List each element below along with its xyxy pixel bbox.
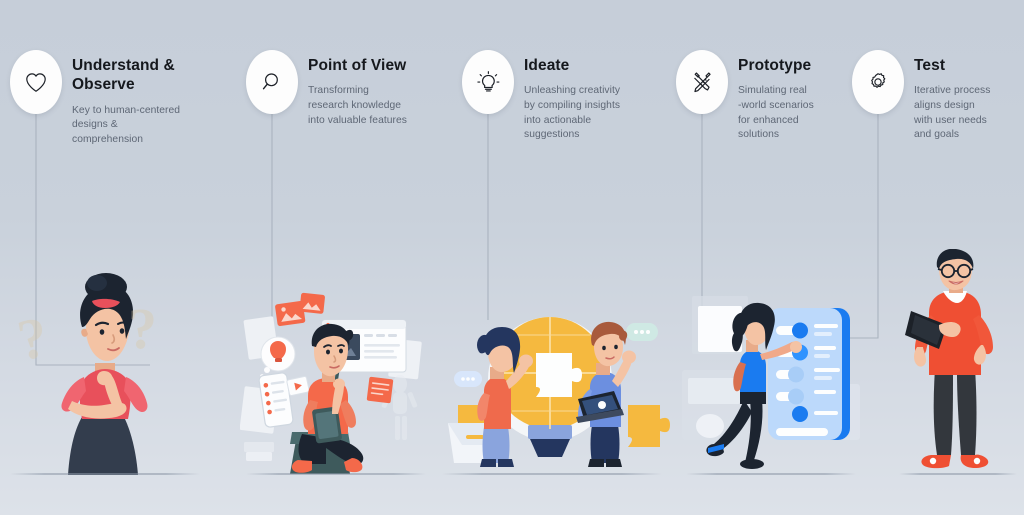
- step-text-5: Test Iterative process aligns design wit…: [914, 56, 1024, 143]
- step-title-4: Prototype: [738, 57, 812, 74]
- question-mark-2: ?: [128, 296, 157, 361]
- connector-line-3: [487, 105, 489, 320]
- step-icon-bubble-3[interactable]: [462, 50, 514, 114]
- step-title-3: Ideate: [524, 57, 570, 74]
- step-icon-bubble-1[interactable]: [10, 50, 62, 114]
- step-description-3: Unleashing creativity by compiling insig…: [524, 85, 621, 141]
- illustration-seated-man: [239, 292, 430, 477]
- step-title-2: Point of View: [308, 57, 407, 74]
- step-description-2: Transforming research knowledge into val…: [308, 85, 407, 126]
- gear-icon: [871, 73, 886, 88]
- step-text-4: Prototype Simulating real -world scenari…: [738, 56, 898, 143]
- step-icon-bubble-5[interactable]: [852, 50, 904, 114]
- woman-figure: [477, 327, 533, 467]
- ground-shadow-5: [899, 473, 1017, 475]
- magnifier-icon: [262, 73, 278, 90]
- lightbulb-icon: [476, 70, 499, 92]
- step-description-1: Key to human-centered designs & comprehe…: [72, 104, 181, 145]
- illustration-mobile-prototype: [682, 292, 862, 477]
- ground-shadow-2: [246, 473, 426, 475]
- connector-line-5: [840, 105, 879, 339]
- step-icon-bubble-4[interactable]: [676, 50, 728, 114]
- connector-line-2: [271, 105, 273, 350]
- man-tablet-figure: [905, 248, 993, 469]
- mobile-prototype-figure: [682, 296, 860, 469]
- pencil-ruler-icon: [693, 71, 711, 92]
- step-title-5: Test: [914, 57, 946, 74]
- illustration-thinking-woman: ? ?: [0, 267, 210, 477]
- step-text-3: Ideate Unleashing creativity by compilin…: [524, 56, 684, 143]
- woman-prototype-figure: [706, 302, 802, 469]
- ground-shadow-4: [686, 473, 856, 475]
- heart-icon: [26, 73, 46, 92]
- ground-shadow-3: [442, 473, 662, 475]
- step-text-1: Understand & Observe Key to human-center…: [72, 56, 232, 148]
- step-description-4: Simulating real -world scenarios for enh…: [738, 85, 814, 141]
- step-title-1: Understand & Observe: [72, 57, 175, 94]
- step-description-5: Iterative process aligns design with use…: [914, 85, 991, 141]
- seated-man-figure: [239, 292, 422, 474]
- illustration-lightbulb-puzzle: [432, 287, 672, 477]
- thinking-woman-figure: [61, 273, 148, 475]
- step-icon-bubble-2[interactable]: [246, 50, 298, 114]
- illustration-man-with-tablet: [895, 248, 1020, 477]
- connector-line-4: [701, 105, 703, 320]
- man-figure: [576, 321, 636, 467]
- ground-shadow-1: [10, 473, 200, 475]
- step-text-2: Point of View Transforming research know…: [308, 56, 468, 128]
- lightbulb-puzzle-figure: [448, 317, 670, 467]
